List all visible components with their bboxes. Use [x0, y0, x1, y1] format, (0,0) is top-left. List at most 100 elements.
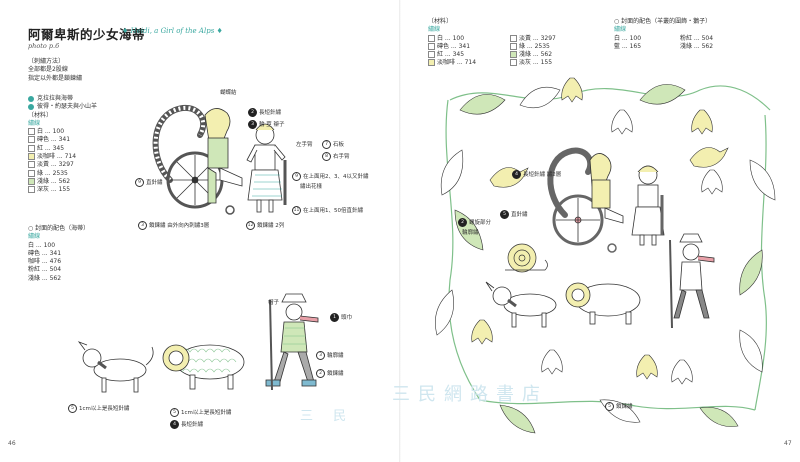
alt-col-1: 白 ... 100 藍 ... 165 [614, 35, 676, 52]
thread-item: 淡咖啡 ... 714 [28, 153, 97, 161]
color-scheme-b: 彼得・約瑟夫與小山羊 [28, 103, 97, 111]
alt-heading: ○ 封面的配色（海蒂） [28, 225, 90, 232]
page-subtitle: ♦ Heidi, a Girl of the Alps ♦ [122, 27, 223, 35]
right-peter [669, 233, 715, 329]
bell-flowers [471, 77, 723, 385]
right-alt-columns: 白 ... 100 藍 ... 165 粉紅 ... 504 淺綠 ... 56… [614, 35, 742, 52]
alt-thread-heading: 繡線 [28, 233, 41, 241]
color-scheme-a-label: 克拉拉與海蒂 [37, 95, 74, 102]
right-thread-heading: 繡線 [428, 26, 441, 34]
swatch-darkgray [28, 186, 35, 194]
alt-col-2: 粉紅 ... 504 淺綠 ... 562 [680, 35, 742, 52]
page-number-left: 46 [8, 440, 16, 447]
book-gutter [399, 0, 401, 462]
label-hair: 蝴蝶結 [220, 90, 237, 96]
method-heading: 〔刺繡方法〕 [28, 58, 65, 65]
right-wheelchair [547, 147, 624, 253]
right-alt-block: ○ 封面的配色（羊叢的圍飾・鵝子） 繡線 白 ... 100 藍 ... 165… [614, 18, 742, 51]
method-line-2: 指定以外都是鎖鍊繡 [28, 74, 83, 82]
alt-thread-item: 粉紅 ... 504 [680, 34, 714, 42]
thread-item: 淡灰 ... 155 [510, 59, 590, 67]
alt-thread-item: 磚色 ... 341 [28, 249, 62, 257]
thread-item: 深灰 ... 155 [28, 186, 97, 194]
right-alt-thread-heading: 繡線 [614, 26, 627, 34]
watermark-small: 三 民 [300, 409, 355, 424]
material-heading: 〔材料〕 [28, 111, 53, 119]
swatch-lightbrown [28, 153, 35, 161]
alt-thread-item: 粉紅 ... 504 [28, 266, 62, 274]
thread-item: 紅 ... 345 [428, 51, 506, 59]
dog-figure [77, 341, 154, 393]
label-left-arm: 左手臂 [296, 142, 313, 148]
alt-thread-item: 白 ... 100 [28, 241, 56, 249]
swatch-lightgreen [28, 177, 35, 185]
floral-border-illustration [435, 77, 776, 434]
photo-ref: photo p.6 [28, 42, 60, 50]
subtitle-text: Heidi, a Girl of the Alps [130, 27, 215, 35]
label-snail2: 輪廓繡 [462, 230, 479, 236]
swatch-lightyellow [28, 161, 35, 169]
snail [505, 243, 548, 273]
method-block: 〔刺繡方法〕 全部都是2股線 指定以外都是鎖鍊繡 [28, 58, 82, 83]
wheelchair-figure [152, 105, 243, 215]
sheep-figure [162, 344, 245, 390]
right-material-heading: 〔材料〕 [428, 18, 453, 25]
alt-thread-item: 藍 ... 165 [614, 42, 642, 50]
right-alt-heading: ○ 封面的配色（羊叢的圍飾・鵝子） [614, 18, 712, 25]
thread-item: 綠 ... 2535 [28, 169, 97, 178]
method-line-1: 全部都是2股線 [28, 66, 68, 74]
swatch-red [28, 144, 35, 152]
thread-item: 淺綠 ... 562 [28, 177, 97, 186]
thread-item: 白 ... 100 [428, 34, 506, 43]
swatch-brick [28, 136, 35, 144]
thread-item: 綠 ... 2535 [510, 42, 590, 51]
left-page: 阿爾卑斯的少女海蒂 ♦ Heidi, a Girl of the Alps ♦ … [8, 27, 369, 447]
heidi-figure [246, 123, 287, 213]
alt-thread-item: 咖啡 ... 476 [28, 258, 62, 266]
step-number-icon: 2 [248, 108, 257, 117]
thread-list: 白 ... 100 磚色 ... 341 紅 ... 345 淡咖啡 ... 7… [28, 128, 97, 194]
label-twist2: 繡出花樣 [300, 184, 323, 190]
right-thread-columns: 白 ... 100 磚色 ... 341 紅 ... 345 淡咖啡 ... 7… [428, 34, 590, 68]
page-title: 阿爾卑斯的少女海蒂 [28, 27, 146, 42]
vine-border [445, 85, 771, 411]
teal-dot-icon [28, 95, 34, 102]
thread-item: 白 ... 100 [28, 128, 97, 136]
thread-item: 淡黃 ... 3297 [510, 34, 590, 43]
thread-item: 淺綠 ... 562 [510, 51, 590, 59]
alt-thread-item: 白 ... 100 [614, 34, 642, 42]
color-scheme-a: 克拉拉與海蒂 [28, 95, 97, 103]
right-dog [485, 281, 557, 328]
thread-item: 磚色 ... 341 [28, 136, 97, 144]
thread-item: 淡黃 ... 3297 [28, 161, 97, 169]
swatch-white [28, 128, 35, 136]
teal-dot-icon [28, 103, 34, 110]
thread-col-2: 淡黃 ... 3297 綠 ... 2535 淺綠 ... 562 淡灰 ...… [510, 34, 590, 68]
color-scheme-block: 克拉拉與海蒂 彼得・約瑟夫與小山羊 〔材料〕 繡線 白 ... 100 磚色 .… [28, 95, 97, 195]
color-scheme-b-label: 彼得・約瑟夫與小山羊 [37, 103, 98, 111]
label-hat: 帽子 [268, 300, 280, 306]
page-number-right: 47 [784, 440, 792, 447]
right-material-block: 〔材料〕 繡線 白 ... 100 磚色 ... 341 紅 ... 345 淡… [428, 18, 590, 68]
step-number-icon: 3 [248, 120, 257, 129]
peter-figure [265, 293, 319, 391]
swatch-green [28, 169, 35, 177]
alt-thread-item: 淺綠 ... 562 [28, 274, 62, 282]
thread-col-1: 白 ... 100 磚色 ... 341 紅 ... 345 淡咖啡 ... 7… [428, 34, 506, 68]
